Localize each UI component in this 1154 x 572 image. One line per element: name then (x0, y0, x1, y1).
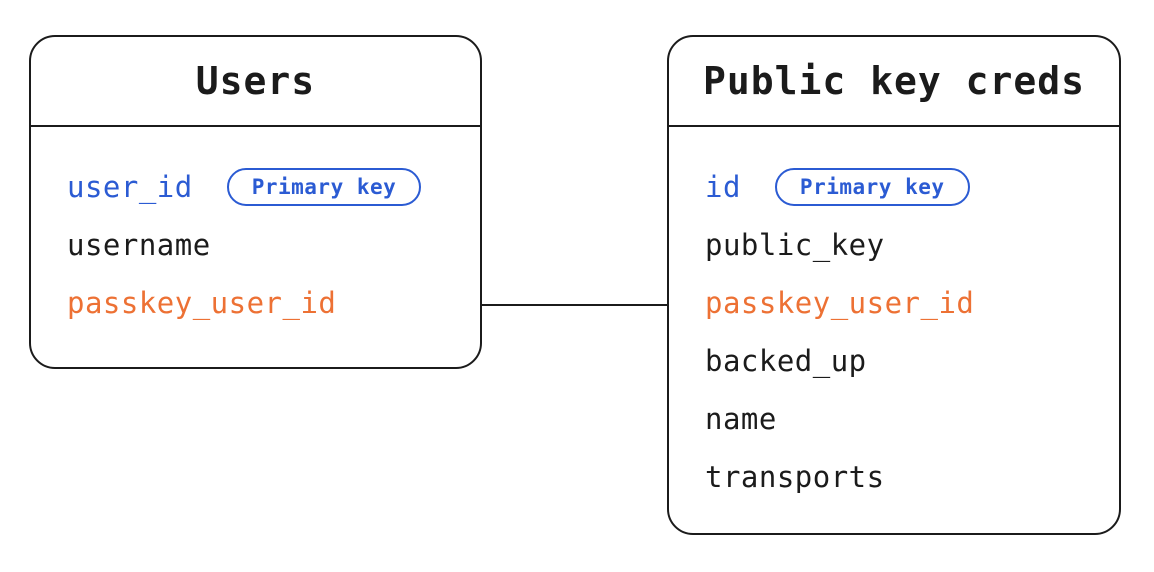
field-name: id (705, 170, 741, 204)
table-users-fields: user_id Primary key username passkey_user_i… (31, 127, 480, 332)
field-name: public_key (705, 228, 885, 262)
field-name: username (67, 228, 211, 262)
field-name: name (705, 402, 777, 436)
field-name: transports (705, 460, 885, 494)
field-row: backed_up (705, 332, 1083, 390)
field-row: passkey_user_id (705, 274, 1083, 332)
field-row: passkey_user_id (67, 274, 444, 332)
table-users: Users user_id Primary key username passkey_… (29, 35, 482, 369)
field-name: user_id (67, 170, 193, 204)
field-row: username (67, 216, 444, 274)
field-name: passkey_user_id (67, 286, 337, 320)
field-name: passkey_user_id (705, 286, 975, 320)
field-row: public_key (705, 216, 1083, 274)
table-title: Public key creds (702, 59, 1086, 103)
table-public-key-creds: Public key creds id Primary key public_key… (667, 35, 1121, 535)
field-row: user_id Primary key (67, 158, 444, 216)
relation-line (482, 304, 667, 306)
field-row: name (705, 390, 1083, 448)
field-row: id Primary key (705, 158, 1083, 216)
field-row: transports (705, 448, 1083, 506)
field-name: backed_up (705, 344, 867, 378)
primary-key-badge: Primary key (226, 168, 422, 206)
table-title: Users (195, 59, 316, 103)
table-public-key-creds-header: Public key creds (669, 37, 1119, 127)
table-users-header: Users (31, 37, 480, 127)
primary-key-badge: Primary key (774, 168, 970, 206)
